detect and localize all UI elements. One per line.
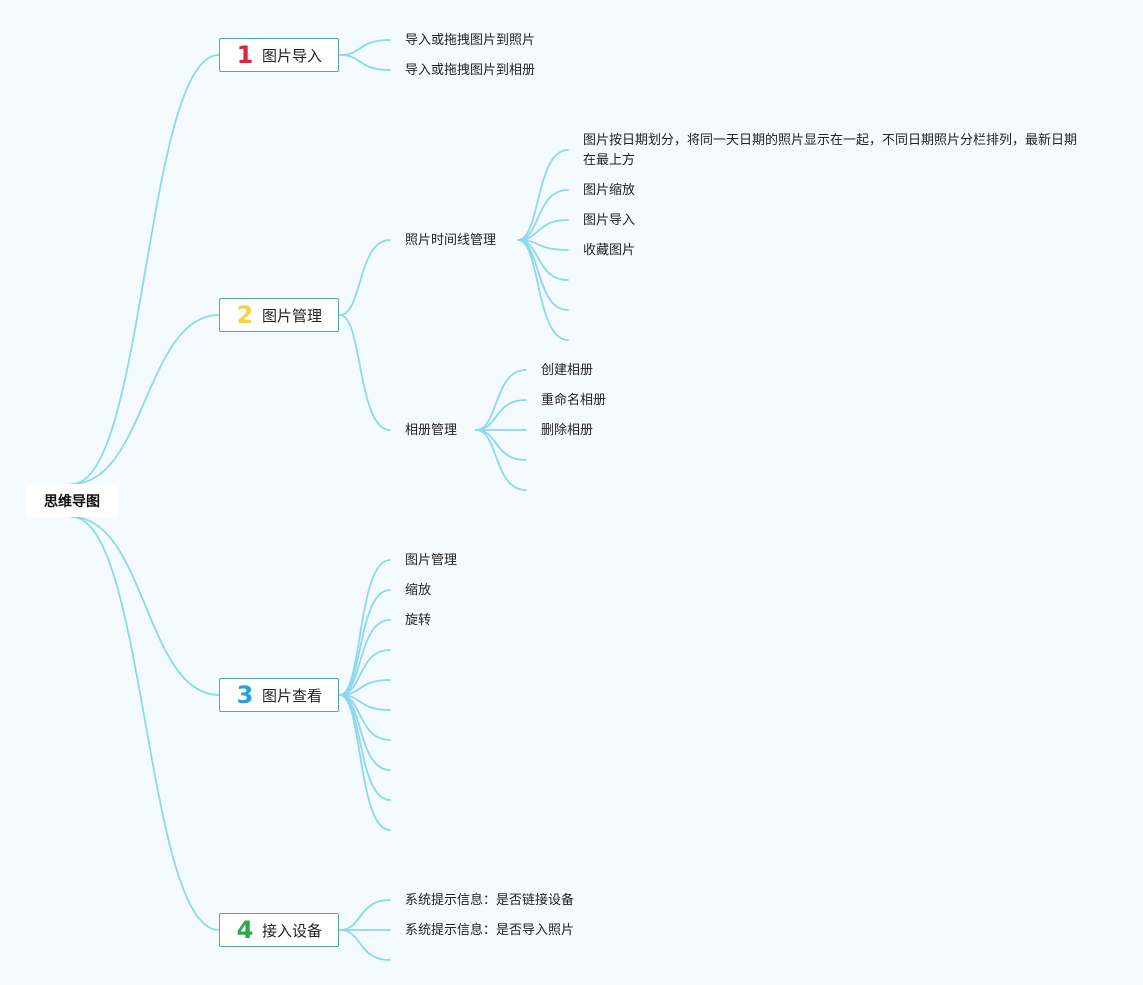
connector-album-leaf-2 [475, 399, 527, 431]
connector-b3-leaf-8 [339, 694, 391, 771]
branch-node-4[interactable]: 4 接入设备 [219, 913, 339, 947]
leaf-album-1[interactable]: 创建相册 [541, 363, 594, 378]
leaf-album-3[interactable]: 删除相册 [541, 423, 594, 438]
branch-node-3[interactable]: 3 图片查看 [219, 678, 339, 712]
leaf-timeline-1[interactable]: 图片按日期划分，将同一天日期的照片显示在一起，不同日期照片分栏排列，最新日期在最… [583, 133, 1078, 168]
root-label: 思维导图 [44, 493, 100, 510]
branch-number-2: 2 [236, 301, 254, 329]
connector-b4-leaf-3 [339, 929, 391, 961]
subtopic-album[interactable]: 相册管理 [405, 423, 458, 438]
leaf-3-1[interactable]: 图片管理 [405, 553, 458, 568]
leaf-1-1[interactable]: 导入或拖拽图片到照片 [405, 33, 536, 48]
connector-timeline-leaf-1 [517, 149, 569, 241]
leaf-3-2[interactable]: 缩放 [405, 583, 432, 598]
leaf-timeline-3[interactable]: 图片导入 [583, 213, 636, 228]
leaf-album-2[interactable]: 重命名相册 [541, 393, 607, 408]
branch-node-1[interactable]: 1 图片导入 [219, 38, 339, 72]
connector-root-branch-1 [71, 54, 220, 485]
connector-b1-leaf-1 [339, 39, 391, 56]
connector-b4-leaf-1 [339, 899, 391, 931]
connector-b3-leaf-10 [339, 694, 391, 831]
connector-root-branch-3 [71, 516, 220, 696]
leaf-timeline-4[interactable]: 收藏图片 [583, 243, 636, 258]
connector-timeline-leaf-7 [517, 239, 569, 341]
connector-album-leaf-1 [475, 369, 527, 431]
branch-number-3: 3 [236, 681, 254, 709]
leaf-3-3[interactable]: 旋转 [405, 613, 432, 628]
branch-label-3: 图片查看 [261, 686, 322, 705]
connector-b3-leaf-4 [339, 649, 391, 696]
connector-b2-album [339, 314, 391, 431]
root-node[interactable]: 思维导图 [26, 484, 118, 517]
connector-album-leaf-5 [475, 429, 527, 491]
leaf-1-2[interactable]: 导入或拖拽图片到相册 [405, 63, 536, 78]
connector-root-branch-2 [71, 314, 220, 485]
connector-root-branch-4 [71, 516, 220, 931]
connector-album-leaf-4 [475, 429, 527, 461]
branch-label-2: 图片管理 [261, 306, 322, 325]
connector-b3-leaf-2 [339, 589, 391, 696]
leaf-4-1[interactable]: 系统提示信息：是否链接设备 [405, 893, 575, 908]
connector-timeline-leaf-2 [517, 189, 569, 241]
connector-b2-timeline [339, 239, 391, 316]
connector-b3-leaf-1 [339, 559, 391, 696]
connector-b3-leaf-3 [339, 619, 391, 696]
branch-label-4: 接入设备 [261, 921, 322, 940]
leaf-timeline-2[interactable]: 图片缩放 [583, 183, 636, 198]
branch-number-4: 4 [236, 916, 254, 944]
branch-label-1: 图片导入 [261, 46, 322, 65]
connector-b1-leaf-2 [339, 54, 391, 71]
subtopic-timeline[interactable]: 照片时间线管理 [405, 233, 497, 248]
branch-number-1: 1 [236, 41, 254, 69]
leaf-4-2[interactable]: 系统提示信息：是否导入照片 [405, 923, 575, 938]
branch-node-2[interactable]: 2 图片管理 [219, 298, 339, 332]
